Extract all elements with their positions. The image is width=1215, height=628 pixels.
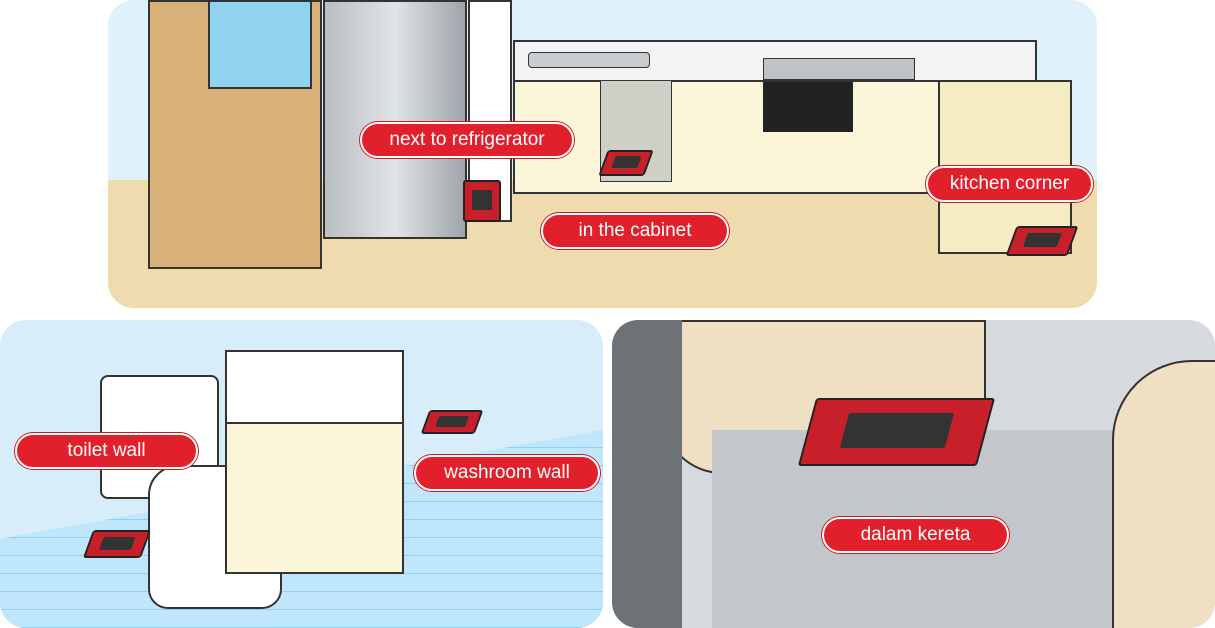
trap-washroom-wall xyxy=(420,410,484,434)
trap-cabinet xyxy=(598,150,654,176)
car-seat-right xyxy=(1112,360,1215,628)
label-toilet-wall: toilet wall xyxy=(15,433,198,469)
trap-kitchen-corner xyxy=(1005,226,1079,256)
label-dalam-kereta: dalam kereta xyxy=(822,517,1009,553)
stove xyxy=(763,58,915,80)
label-next-to-refrigerator: next to refrigerator xyxy=(360,122,574,158)
oven xyxy=(763,82,853,132)
car-scene xyxy=(612,320,1215,628)
car-door xyxy=(612,320,682,628)
washroom-scene xyxy=(0,320,603,628)
basin xyxy=(225,350,404,424)
label-in-the-cabinet: in the cabinet xyxy=(541,213,729,249)
lower-cabinets xyxy=(513,80,942,194)
trap-refrigerator xyxy=(463,180,501,222)
label-kitchen-corner: kitchen corner xyxy=(926,166,1093,202)
trap-car xyxy=(797,398,996,466)
sink xyxy=(528,52,650,68)
trap-toilet-wall xyxy=(82,530,152,558)
label-washroom-wall: washroom wall xyxy=(414,455,600,491)
cupboard-glass xyxy=(208,0,312,89)
kitchen-scene xyxy=(108,0,1097,308)
refrigerator xyxy=(323,0,467,239)
